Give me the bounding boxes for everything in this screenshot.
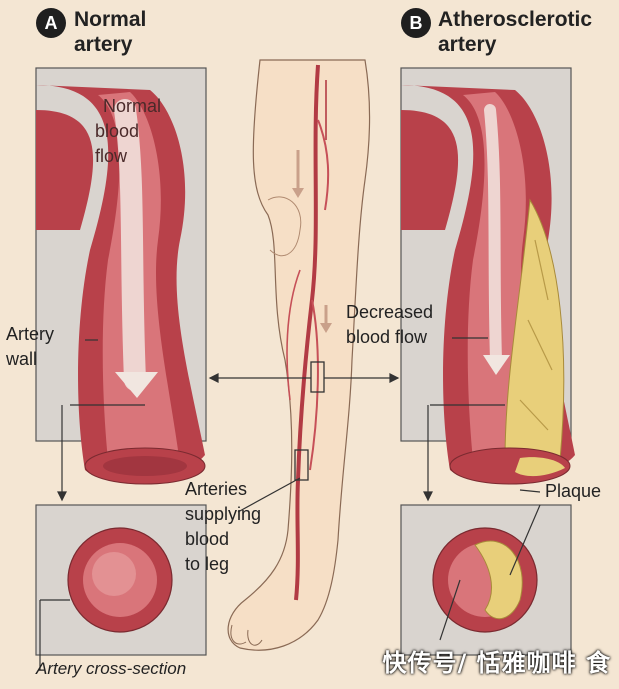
panel-b-title-line1: Atherosclerotic — [438, 8, 593, 31]
label-artery-wall-2: wall — [6, 349, 38, 369]
cross-section-a — [35, 504, 207, 656]
panel-b-badge: B — [401, 8, 431, 38]
decreased-flow-arrow-head — [483, 355, 510, 375]
branch-artery-3 — [286, 269, 301, 401]
panel-a-title-line2: artery — [74, 33, 133, 56]
watermark: 快传号/ 恬雅咖啡 食 — [382, 649, 611, 677]
label-arteries-leg-3: blood — [185, 529, 230, 549]
highlight-box-lower — [294, 449, 309, 481]
panel-a-normal-artery — [35, 67, 207, 485]
main-leg-artery — [294, 64, 320, 601]
label-normal-flow-3: flow — [95, 146, 128, 166]
label-arteries-leg-1: Arteries — [185, 479, 248, 499]
label-arteries-leg-4: to leg — [185, 554, 230, 574]
panel-b-title-line2: artery — [438, 33, 497, 56]
label-decreased-flow-2: blood flow — [346, 327, 428, 347]
label-arteries-leg-2: supplying — [185, 504, 262, 524]
normal-flow-arrow-shaft — [114, 99, 146, 391]
highlight-box-upper — [310, 361, 325, 393]
branch-artery-1 — [309, 299, 319, 471]
normal-artery-branch — [36, 110, 94, 230]
cross-section-b — [400, 504, 572, 656]
label-normal-flow-1: Normal — [103, 96, 162, 116]
panel-b-atherosclerotic-artery — [400, 67, 575, 485]
branch-artery-2 — [317, 119, 330, 211]
leg-illustration — [227, 59, 371, 651]
decreased-flow-arrow-shaft — [484, 104, 502, 366]
knee-cap — [267, 196, 302, 257]
label-cross-section: Artery cross-section — [36, 659, 187, 678]
label-decreased-flow-1: Decreased — [346, 302, 434, 322]
leg-outline — [227, 59, 371, 651]
plaque-cross-section — [474, 540, 523, 620]
panel-a-title-line1: Normal — [74, 8, 147, 31]
label-plaque: Plaque — [545, 481, 602, 501]
normal-flow-arrow-head — [115, 372, 158, 398]
panel-a-badge: A — [36, 8, 66, 38]
label-artery-wall-1: Artery — [6, 324, 55, 344]
label-normal-flow-2: blood — [95, 121, 140, 141]
connector-lines — [39, 337, 541, 670]
